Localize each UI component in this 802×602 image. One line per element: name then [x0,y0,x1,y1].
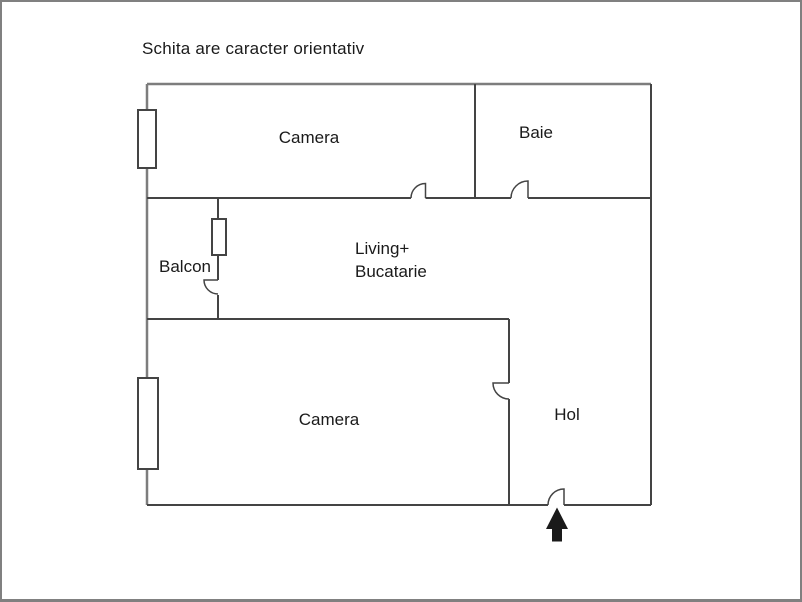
room-label-balcon: Balcon [159,257,211,276]
door-baie [510,180,529,199]
room-label-living-line1: Living+ [355,239,409,258]
door-balcon [203,279,219,295]
door-camera-top [410,182,427,199]
room-label-camera-top: Camera [279,128,340,147]
window-camera-top [137,109,157,169]
door-camera-bottom [492,382,510,400]
window-balcon [211,218,227,256]
door-entrance [547,488,565,506]
entrance-arrow-icon [546,507,568,542]
window-camera-bottom [137,377,159,470]
disclaimer-title: Schita are caracter orientativ [142,39,365,58]
room-label-camera-bottom: Camera [299,410,360,429]
room-label-hol: Hol [554,405,580,424]
room-label-living-line2: Bucatarie [355,262,427,281]
room-label-baie: Baie [519,123,553,142]
